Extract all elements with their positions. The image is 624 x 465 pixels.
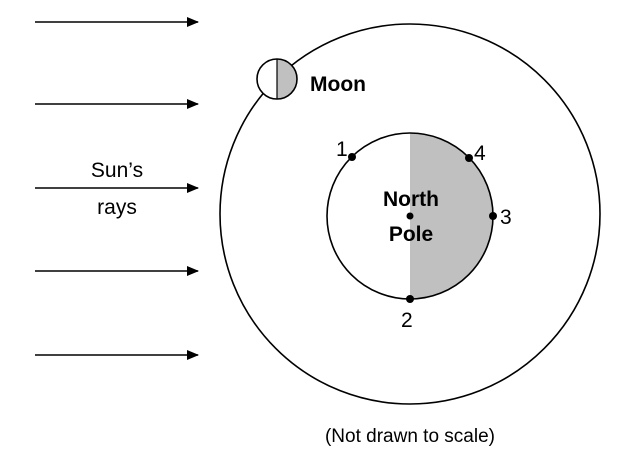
moon-orbit <box>219 23 601 405</box>
sun-rays-label-line1: Sun’s <box>91 159 143 182</box>
moon <box>256 58 298 100</box>
point-3-label: 3 <box>500 206 512 229</box>
sun-rays <box>35 17 199 360</box>
point-4-label: 4 <box>474 142 486 165</box>
north-pole-label-line1: North <box>383 188 439 211</box>
point-2-dot <box>406 295 414 303</box>
point-1-dot <box>348 153 356 161</box>
point-1-label: 1 <box>336 138 348 161</box>
point-4-dot <box>465 154 473 162</box>
point-markers <box>348 153 497 303</box>
point-3-dot <box>489 212 497 220</box>
not-to-scale-note: (Not drawn to scale) <box>325 426 495 447</box>
moon-outline <box>256 58 298 100</box>
earth-dark-half <box>410 133 493 299</box>
moon-label: Moon <box>310 73 366 96</box>
north-pole-dot <box>406 212 414 220</box>
sun-rays-label-line2: rays <box>97 196 137 219</box>
north-pole-label-line2: Pole <box>389 223 433 246</box>
earth <box>326 132 494 300</box>
moon-dark-half <box>277 59 297 99</box>
point-2-label: 2 <box>401 309 413 332</box>
